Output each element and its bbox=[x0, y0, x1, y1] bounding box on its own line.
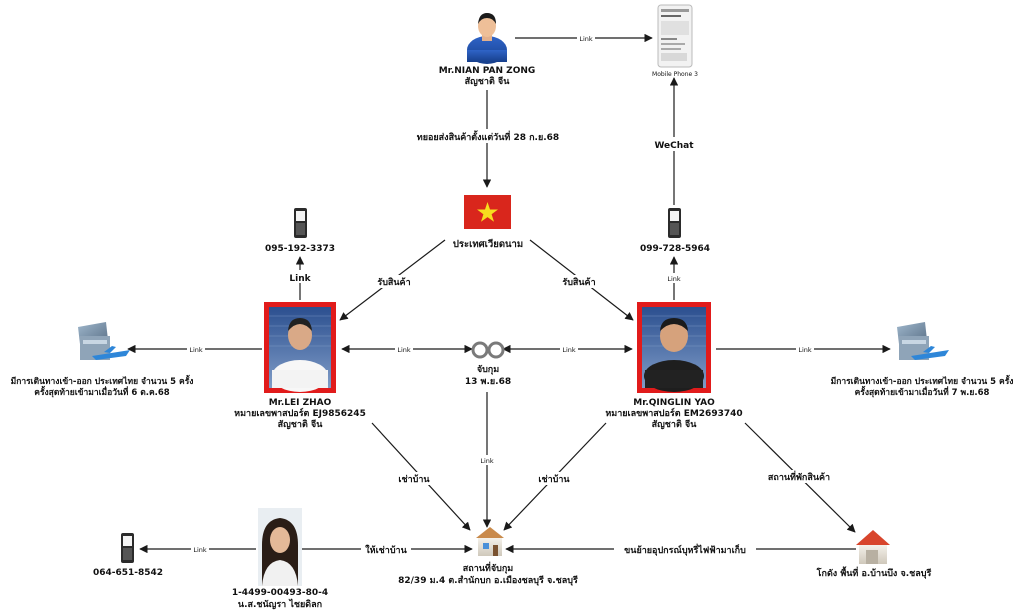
qing-portrait bbox=[637, 302, 711, 393]
mobile3-label: Mobile Phone 3 bbox=[652, 71, 698, 78]
lei-portrait bbox=[264, 302, 336, 393]
travel-right-line2: ครั้งสุดท้ายเข้ามาเมื่อวันที่ 7 พ.ย.68 bbox=[855, 385, 990, 398]
edge-label-link-lei-phone: Link bbox=[289, 274, 311, 284]
qing-name: Mr.QINGLIN YAO bbox=[633, 398, 715, 408]
edge-label-rent-right: เช่าบ้าน bbox=[538, 474, 570, 485]
edge-label-wechat: WeChat bbox=[654, 141, 694, 151]
edge-label-link: Link bbox=[579, 35, 593, 43]
warehouse-label: โกดัง พื้นที่ อ.บ้านบึง จ.ชลบุรี bbox=[816, 566, 932, 579]
house-icon bbox=[476, 527, 504, 556]
arrest-label: จับกุม bbox=[477, 364, 499, 375]
travel-right-line1: มีการเดินทางเข้า-ออก ประเทศไทย จำนวน 5 ค… bbox=[831, 374, 1014, 387]
warehouse-icon bbox=[856, 530, 890, 564]
woman-portrait bbox=[258, 508, 302, 586]
mobile-phone-icon bbox=[294, 208, 307, 238]
travel-left-line1: มีการเดินทางเข้า-ออก ประเทศไทย จำนวน 5 ค… bbox=[11, 374, 194, 387]
edge-label-link-travel-left: Link bbox=[189, 346, 203, 354]
lei-nationality: สัญชาติ จีน bbox=[278, 419, 324, 430]
vietnam-flag-icon bbox=[464, 195, 511, 229]
arrest-site-address: 82/39 ม.4 ต.สำนักบก อ.เมืองชลบุรี จ.ชลบุ… bbox=[398, 574, 578, 586]
edge-label-move-equipment: ขนย้ายอุปกรณ์บุหรี่ไฟฟ้ามาเก็บ bbox=[624, 543, 746, 556]
edge-label-link-arrest-qing: Link bbox=[562, 346, 576, 354]
mobile-phone-icon bbox=[121, 533, 134, 563]
edge-label-link-travel-right: Link bbox=[798, 346, 812, 354]
qing-passport: หมายเลขพาสปอร์ต EM2693740 bbox=[605, 407, 742, 419]
edge-label-receive-left: รับสินค้า bbox=[377, 277, 410, 288]
vietnam-label: ประเทศเวียดนาม bbox=[453, 238, 523, 250]
edge-label-link-qing-phone: Link bbox=[667, 275, 681, 283]
airport-icon bbox=[897, 322, 949, 360]
edge-label-send-goods: ทยอยส่งสินค้าตั้งแต่วันที่ 28 ก.ย.68 bbox=[417, 130, 559, 143]
arrest-date: 13 พ.ย.68 bbox=[465, 377, 511, 387]
phone-lei-number: 095-192-3373 bbox=[265, 244, 335, 254]
edge-label-link-woman-phone: Link bbox=[193, 546, 207, 554]
lei-name: Mr.LEI ZHAO bbox=[269, 398, 332, 408]
edge-label-store-goods: สถานที่พักสินค้า bbox=[768, 470, 830, 483]
edge-label-let-rent: ให้เช่าบ้าน bbox=[365, 544, 407, 556]
phone-woman-number: 064-651-8542 bbox=[93, 568, 163, 578]
woman-name: น.ส.ชนัญรา ไชยดิลก bbox=[238, 598, 322, 610]
phone-qing-number: 099-728-5964 bbox=[640, 244, 710, 254]
person-icon bbox=[467, 13, 507, 64]
edge-label-rent-left: เช่าบ้าน bbox=[398, 474, 430, 485]
woman-id: 1-4499-00493-80-4 bbox=[232, 588, 328, 598]
mobile-phone-icon bbox=[668, 208, 681, 238]
handcuffs-icon bbox=[471, 341, 505, 359]
edge-label-link-arrest-site: Link bbox=[480, 457, 494, 465]
travel-left-line2: ครั้งสุดท้ายเข้ามาเมื่อวันที่ 6 ต.ค.68 bbox=[34, 385, 170, 398]
qing-nationality: สัญชาติ จีน bbox=[652, 419, 698, 430]
arrest-site-label: สถานที่จับกุม bbox=[463, 561, 514, 574]
nian-name: Mr.NIAN PAN ZONG bbox=[439, 66, 536, 76]
mobile-screenshot-icon bbox=[657, 4, 693, 68]
edge-label-link-lei-arrest: Link bbox=[397, 346, 411, 354]
nian-nationality: สัญชาติ จีน bbox=[465, 76, 511, 87]
lei-passport: หมายเลขพาสปอร์ต EJ9856245 bbox=[234, 407, 366, 419]
edge-label-receive-right: รับสินค้า bbox=[562, 277, 595, 288]
airport-icon bbox=[78, 322, 130, 360]
